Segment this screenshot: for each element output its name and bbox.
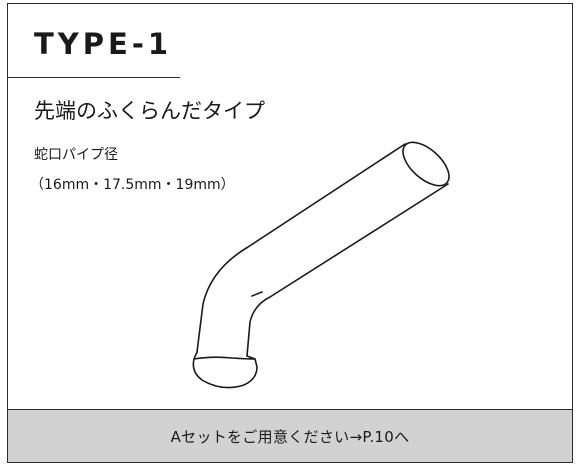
- pipe-outer-edge: [196, 143, 406, 353]
- pipe-diameter-label: 蛇口パイプ径: [34, 147, 118, 163]
- type-card: TYPE-1 先端のふくらんだタイプ 蛇口パイプ径 （16mm・17.5mm・1…: [7, 3, 573, 463]
- pipe-end-opening: [402, 141, 450, 187]
- type-title: TYPE-1: [34, 27, 173, 61]
- type-subtitle: 先端のふくらんだタイプ: [34, 99, 265, 123]
- pipe-bulged-tip: [192, 351, 258, 389]
- title-underline: [8, 77, 180, 78]
- pipe-diameter-sizes: （16mm・17.5mm・19mm）: [30, 177, 235, 193]
- pipe-inner-edge: [246, 183, 449, 357]
- footer-link-text[interactable]: Aセットをご用意ください→P.10へ: [170, 427, 410, 446]
- footer-bar: Aセットをご用意ください→P.10へ: [8, 409, 572, 462]
- faucet-pipe-icon: [192, 141, 450, 389]
